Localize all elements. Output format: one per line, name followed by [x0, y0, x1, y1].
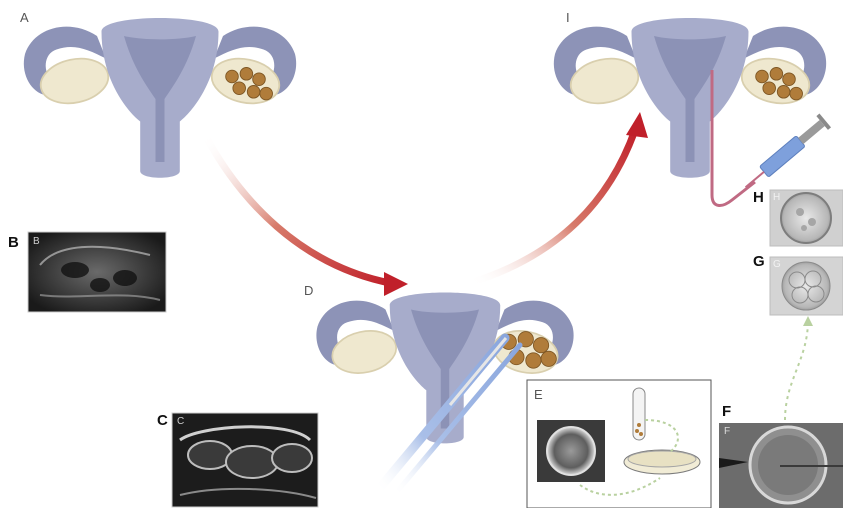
oocyte [547, 427, 595, 475]
dotted-arrow-f-to-g [785, 316, 813, 420]
arrow-d-to-i [470, 112, 648, 283]
panel-e-box [527, 380, 711, 508]
inset-label-h: H [773, 192, 780, 203]
label-i: I [566, 10, 570, 25]
ultrasound-image-c [172, 413, 318, 507]
inset-label-b: B [33, 236, 40, 247]
label-a: A [20, 10, 29, 25]
inset-label-c: C [177, 416, 184, 427]
petri-dish-icon [624, 450, 700, 474]
label-h: H [753, 189, 764, 206]
reproductive-tract-a [24, 18, 296, 178]
test-tube-icon [633, 388, 645, 440]
embryo-image-h [770, 190, 843, 246]
label-c: C [157, 412, 168, 429]
inset-label-f: F [724, 426, 730, 437]
arrow-a-to-d [205, 135, 408, 296]
ultrasound-image-b [28, 232, 166, 312]
inset-label-g: G [773, 259, 781, 270]
icsi-micrograph-f [719, 423, 843, 508]
label-d: D [304, 283, 313, 298]
label-e: E [534, 387, 543, 402]
label-b: B [8, 234, 19, 251]
label-g: G [753, 253, 765, 270]
label-f: F [722, 403, 731, 420]
